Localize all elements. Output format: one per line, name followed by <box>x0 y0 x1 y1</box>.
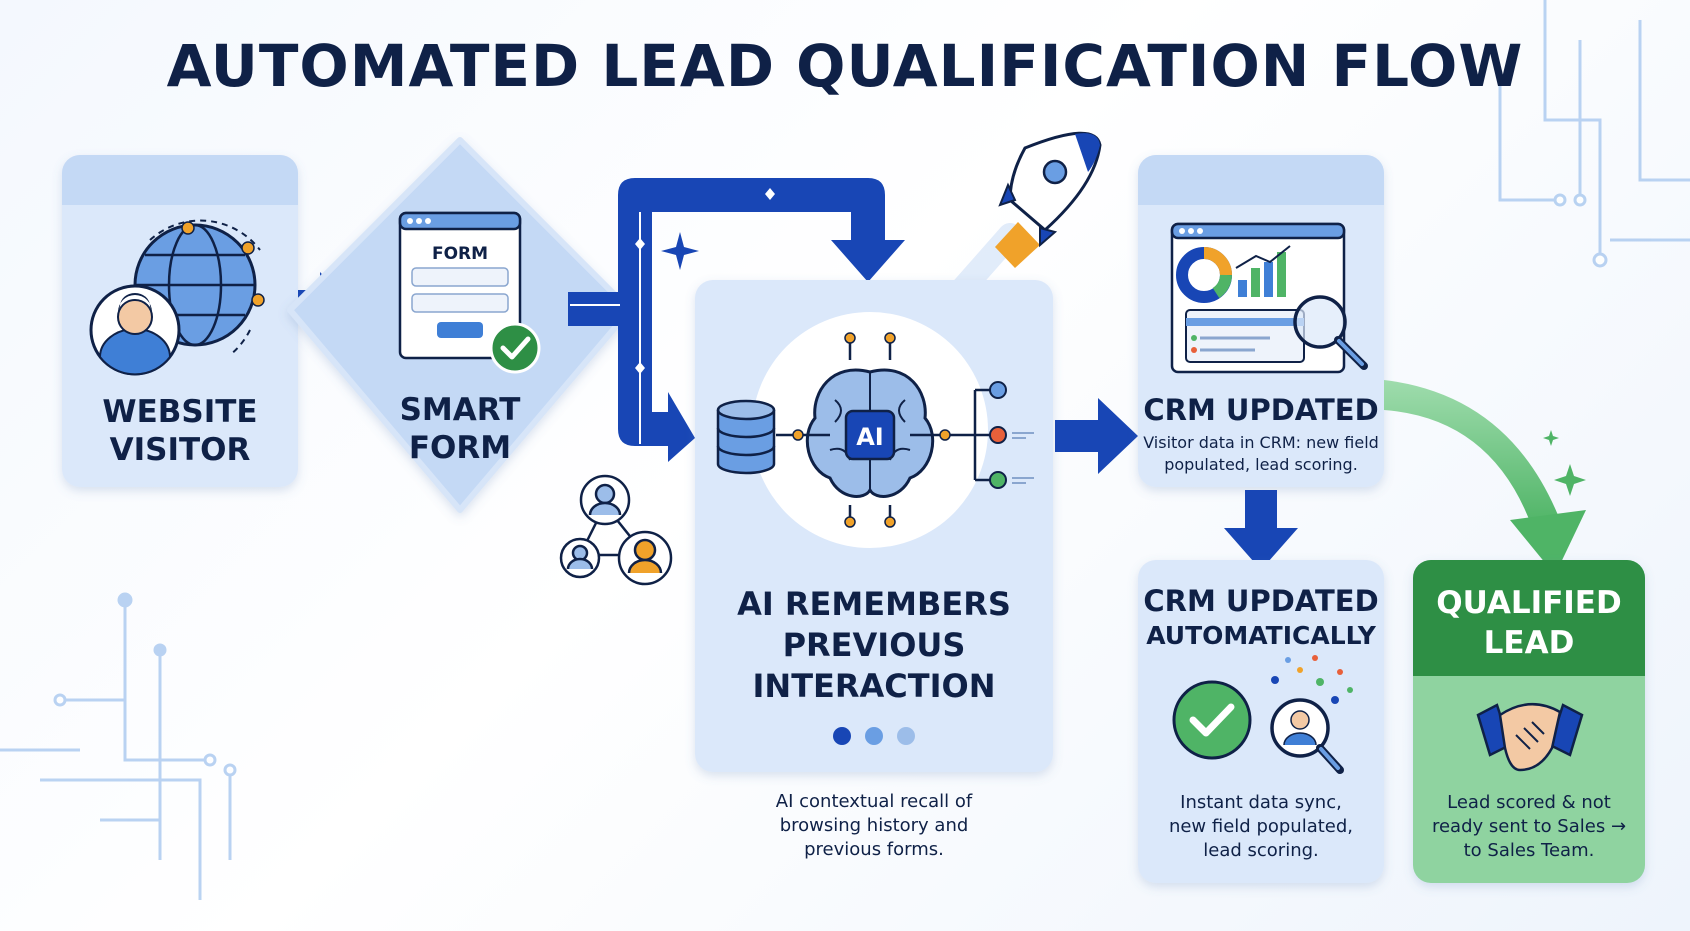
qualified-desc-line2: ready sent to Sales → <box>1432 816 1626 837</box>
crm-auto-desc-line2: new field populated, <box>1169 816 1353 837</box>
qualified-label-line1: QUALIFIED <box>1436 585 1621 621</box>
page-title: AUTOMATED LEAD QUALIFICATION FLOW <box>167 32 1524 100</box>
sparkle-icon <box>661 232 699 270</box>
visitor-avatar-icon <box>89 284 181 376</box>
crm-dashboard-icon <box>1170 222 1368 374</box>
ai-brain-icon <box>776 332 1034 528</box>
qualified-desc-line1: Lead scored & not <box>1447 792 1611 813</box>
crm-auto-label-line2: AUTOMATICALLY <box>1146 621 1376 650</box>
form-window-icon <box>398 211 522 360</box>
ai-desc-line2: browsing history and <box>780 815 969 836</box>
sync-check-icon <box>1172 680 1252 760</box>
ai-chip-label: AI <box>856 423 884 451</box>
arrow-crm-to-qualified <box>1384 380 1586 575</box>
user-network-icon <box>559 474 673 586</box>
crm-updated-desc-line1: Visitor data in CRM: new field <box>1143 433 1379 452</box>
crm-updated-title: CRM UPDATED <box>1143 393 1378 427</box>
crm-auto-desc-line3: lead scoring. <box>1203 840 1319 861</box>
qualified-label-line2: LEAD <box>1484 625 1575 661</box>
carousel-dots <box>833 727 915 745</box>
form-label-line1: SMART <box>400 392 521 428</box>
sparkle-green-icon <box>1543 430 1586 496</box>
ai-label-line1: AI REMEMBERS <box>737 585 1011 623</box>
ai-desc-line1: AI contextual recall of <box>776 791 973 812</box>
crm-auto-desc-line1: Instant data sync, <box>1180 792 1342 813</box>
form-mock-label: FORM <box>432 244 488 264</box>
card-crm-updated-automatically <box>1138 560 1384 883</box>
arrow-ai-to-crm <box>1055 398 1138 474</box>
visitor-label-line2: VISITOR <box>110 432 251 468</box>
connector-node-icon <box>635 188 775 374</box>
arrow-crm-to-crm-auto <box>1224 490 1298 570</box>
profile-search-icon <box>1270 655 1353 774</box>
circuit-decoration-bottom-left <box>0 592 237 900</box>
handshake-icon <box>1476 702 1584 772</box>
ai-label-line2: PREVIOUS <box>783 626 966 664</box>
qualified-desc-line3: to Sales Team. <box>1464 840 1595 861</box>
ai-label-line3: INTERACTION <box>753 667 996 705</box>
crm-auto-label-line1: CRM UPDATED <box>1143 584 1378 618</box>
form-check-icon <box>489 322 541 374</box>
form-label-line2: FORM <box>409 430 511 466</box>
database-icon <box>716 399 776 475</box>
crm-updated-desc-line2: populated, lead scoring. <box>1164 455 1358 474</box>
circuit-decoration-top-right <box>1498 0 1690 268</box>
arrow-form-to-ai-branch <box>568 178 905 462</box>
visitor-label-line1: WEBSITE <box>102 394 257 430</box>
ai-desc-line3: previous forms. <box>804 839 944 860</box>
